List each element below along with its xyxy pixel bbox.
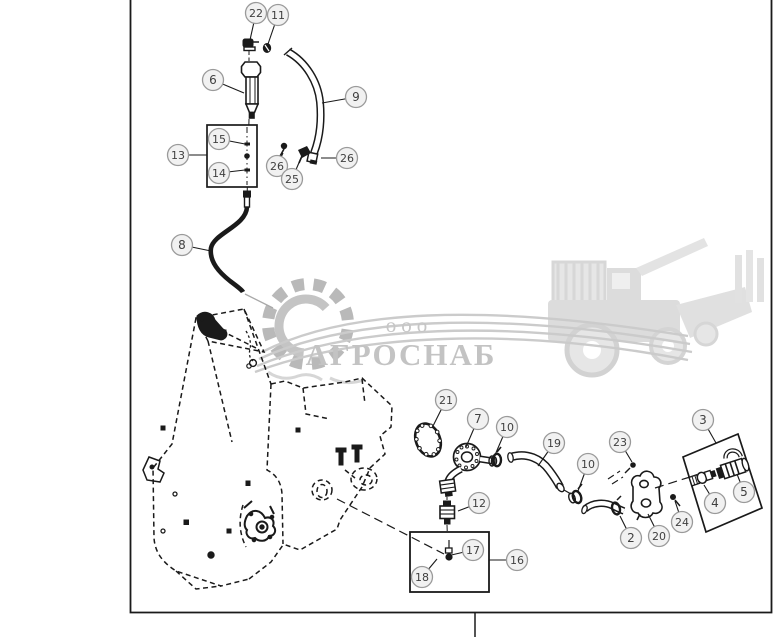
svg-text:22: 22 — [249, 7, 263, 20]
elbow-hose-part2 — [581, 495, 626, 516]
svg-text:9: 9 — [352, 90, 360, 104]
bracket-part20 — [630, 470, 663, 521]
clamp-part10-a — [488, 446, 503, 468]
svg-text:7: 7 — [474, 412, 482, 426]
flanged-elbow-part7 — [438, 442, 498, 497]
callout-22: 22 — [244, 1, 268, 41]
fitting-part4 — [688, 469, 717, 487]
svg-text:3: 3 — [699, 413, 707, 427]
callout-8: 8 — [170, 233, 212, 257]
callout-11: 11 — [266, 3, 290, 45]
callout-18: 18 — [410, 558, 438, 589]
callout-2: 2 — [619, 515, 643, 550]
callout-20: 20 — [647, 513, 671, 548]
svg-text:19: 19 — [547, 437, 561, 450]
callout-9: 9 — [321, 85, 368, 109]
watermark-scribble — [267, 370, 365, 385]
diagram-frame — [129, 0, 773, 614]
elbow-fitting-part22 — [242, 38, 259, 52]
callout-12: 12 — [457, 491, 491, 515]
callout-24: 24 — [670, 500, 694, 534]
svg-text:25: 25 — [285, 173, 299, 186]
callout-7: 7 — [465, 407, 490, 448]
watermark-company-name: АГРОСНАБ — [306, 337, 497, 372]
svg-text:21: 21 — [439, 394, 453, 407]
callout-5: 5 — [732, 473, 756, 504]
machine-housing-details — [142, 311, 363, 559]
svg-text:14: 14 — [212, 167, 226, 180]
svg-text:2: 2 — [627, 531, 635, 545]
screw-part23 — [607, 462, 636, 485]
bolt-part24 — [670, 494, 681, 507]
callout-3: 3 — [691, 408, 717, 444]
callout-25: 25 — [280, 157, 304, 191]
svg-text:4: 4 — [711, 496, 719, 510]
callout-23: 23 — [608, 430, 633, 463]
svg-text:18: 18 — [415, 571, 429, 584]
svg-text:13: 13 — [171, 149, 185, 162]
callout-15: 15 — [207, 127, 246, 151]
fitting-part12 — [439, 497, 456, 554]
callout-14: 14 — [207, 161, 246, 185]
callout-19: 19 — [537, 431, 566, 467]
callout-10: 10 — [576, 452, 600, 492]
leader-to-kit-box — [654, 476, 691, 489]
svg-text:23: 23 — [613, 436, 627, 449]
svg-text:11: 11 — [271, 9, 285, 22]
svg-text:15: 15 — [212, 133, 226, 146]
svg-text:26: 26 — [340, 152, 354, 165]
callout-26: 26 — [321, 146, 359, 170]
kit-box-3 — [681, 432, 764, 534]
callout-21: 21 — [431, 388, 458, 429]
breather-cylinder-part6 — [240, 61, 262, 119]
watermark-prefix: ооо — [386, 313, 433, 337]
watermark: ооо АГРОСНАБ — [254, 238, 764, 385]
svg-text:17: 17 — [466, 544, 480, 557]
callout-10: 10 — [494, 415, 519, 456]
watermark-swoosh — [254, 313, 693, 374]
hose-part19 — [507, 451, 565, 493]
svg-text:24: 24 — [675, 516, 689, 529]
callout-13: 13 — [166, 143, 207, 167]
coupler-part5 — [715, 448, 750, 480]
svg-text:26: 26 — [270, 160, 284, 173]
gasket-part21 — [413, 422, 443, 458]
svg-text:6: 6 — [209, 73, 217, 87]
callout-6: 6 — [201, 68, 245, 94]
callout-17: 17 — [446, 538, 485, 562]
svg-text:20: 20 — [652, 530, 666, 543]
svg-text:5: 5 — [740, 485, 748, 499]
hose-part9 — [283, 47, 325, 165]
hose-part8 — [208, 190, 274, 309]
callout-4: 4 — [703, 484, 727, 515]
tractor-watermark-icon — [548, 238, 764, 378]
callout-26: 26 — [265, 152, 289, 178]
svg-text:16: 16 — [510, 554, 524, 567]
nut-part11 — [262, 43, 272, 53]
svg-text:12: 12 — [472, 497, 486, 510]
callout-16: 16 — [489, 548, 529, 572]
svg-text:8: 8 — [178, 238, 186, 252]
svg-text:10: 10 — [581, 458, 595, 471]
leader-port-to-bolt — [336, 498, 445, 555]
svg-text:10: 10 — [500, 421, 514, 434]
